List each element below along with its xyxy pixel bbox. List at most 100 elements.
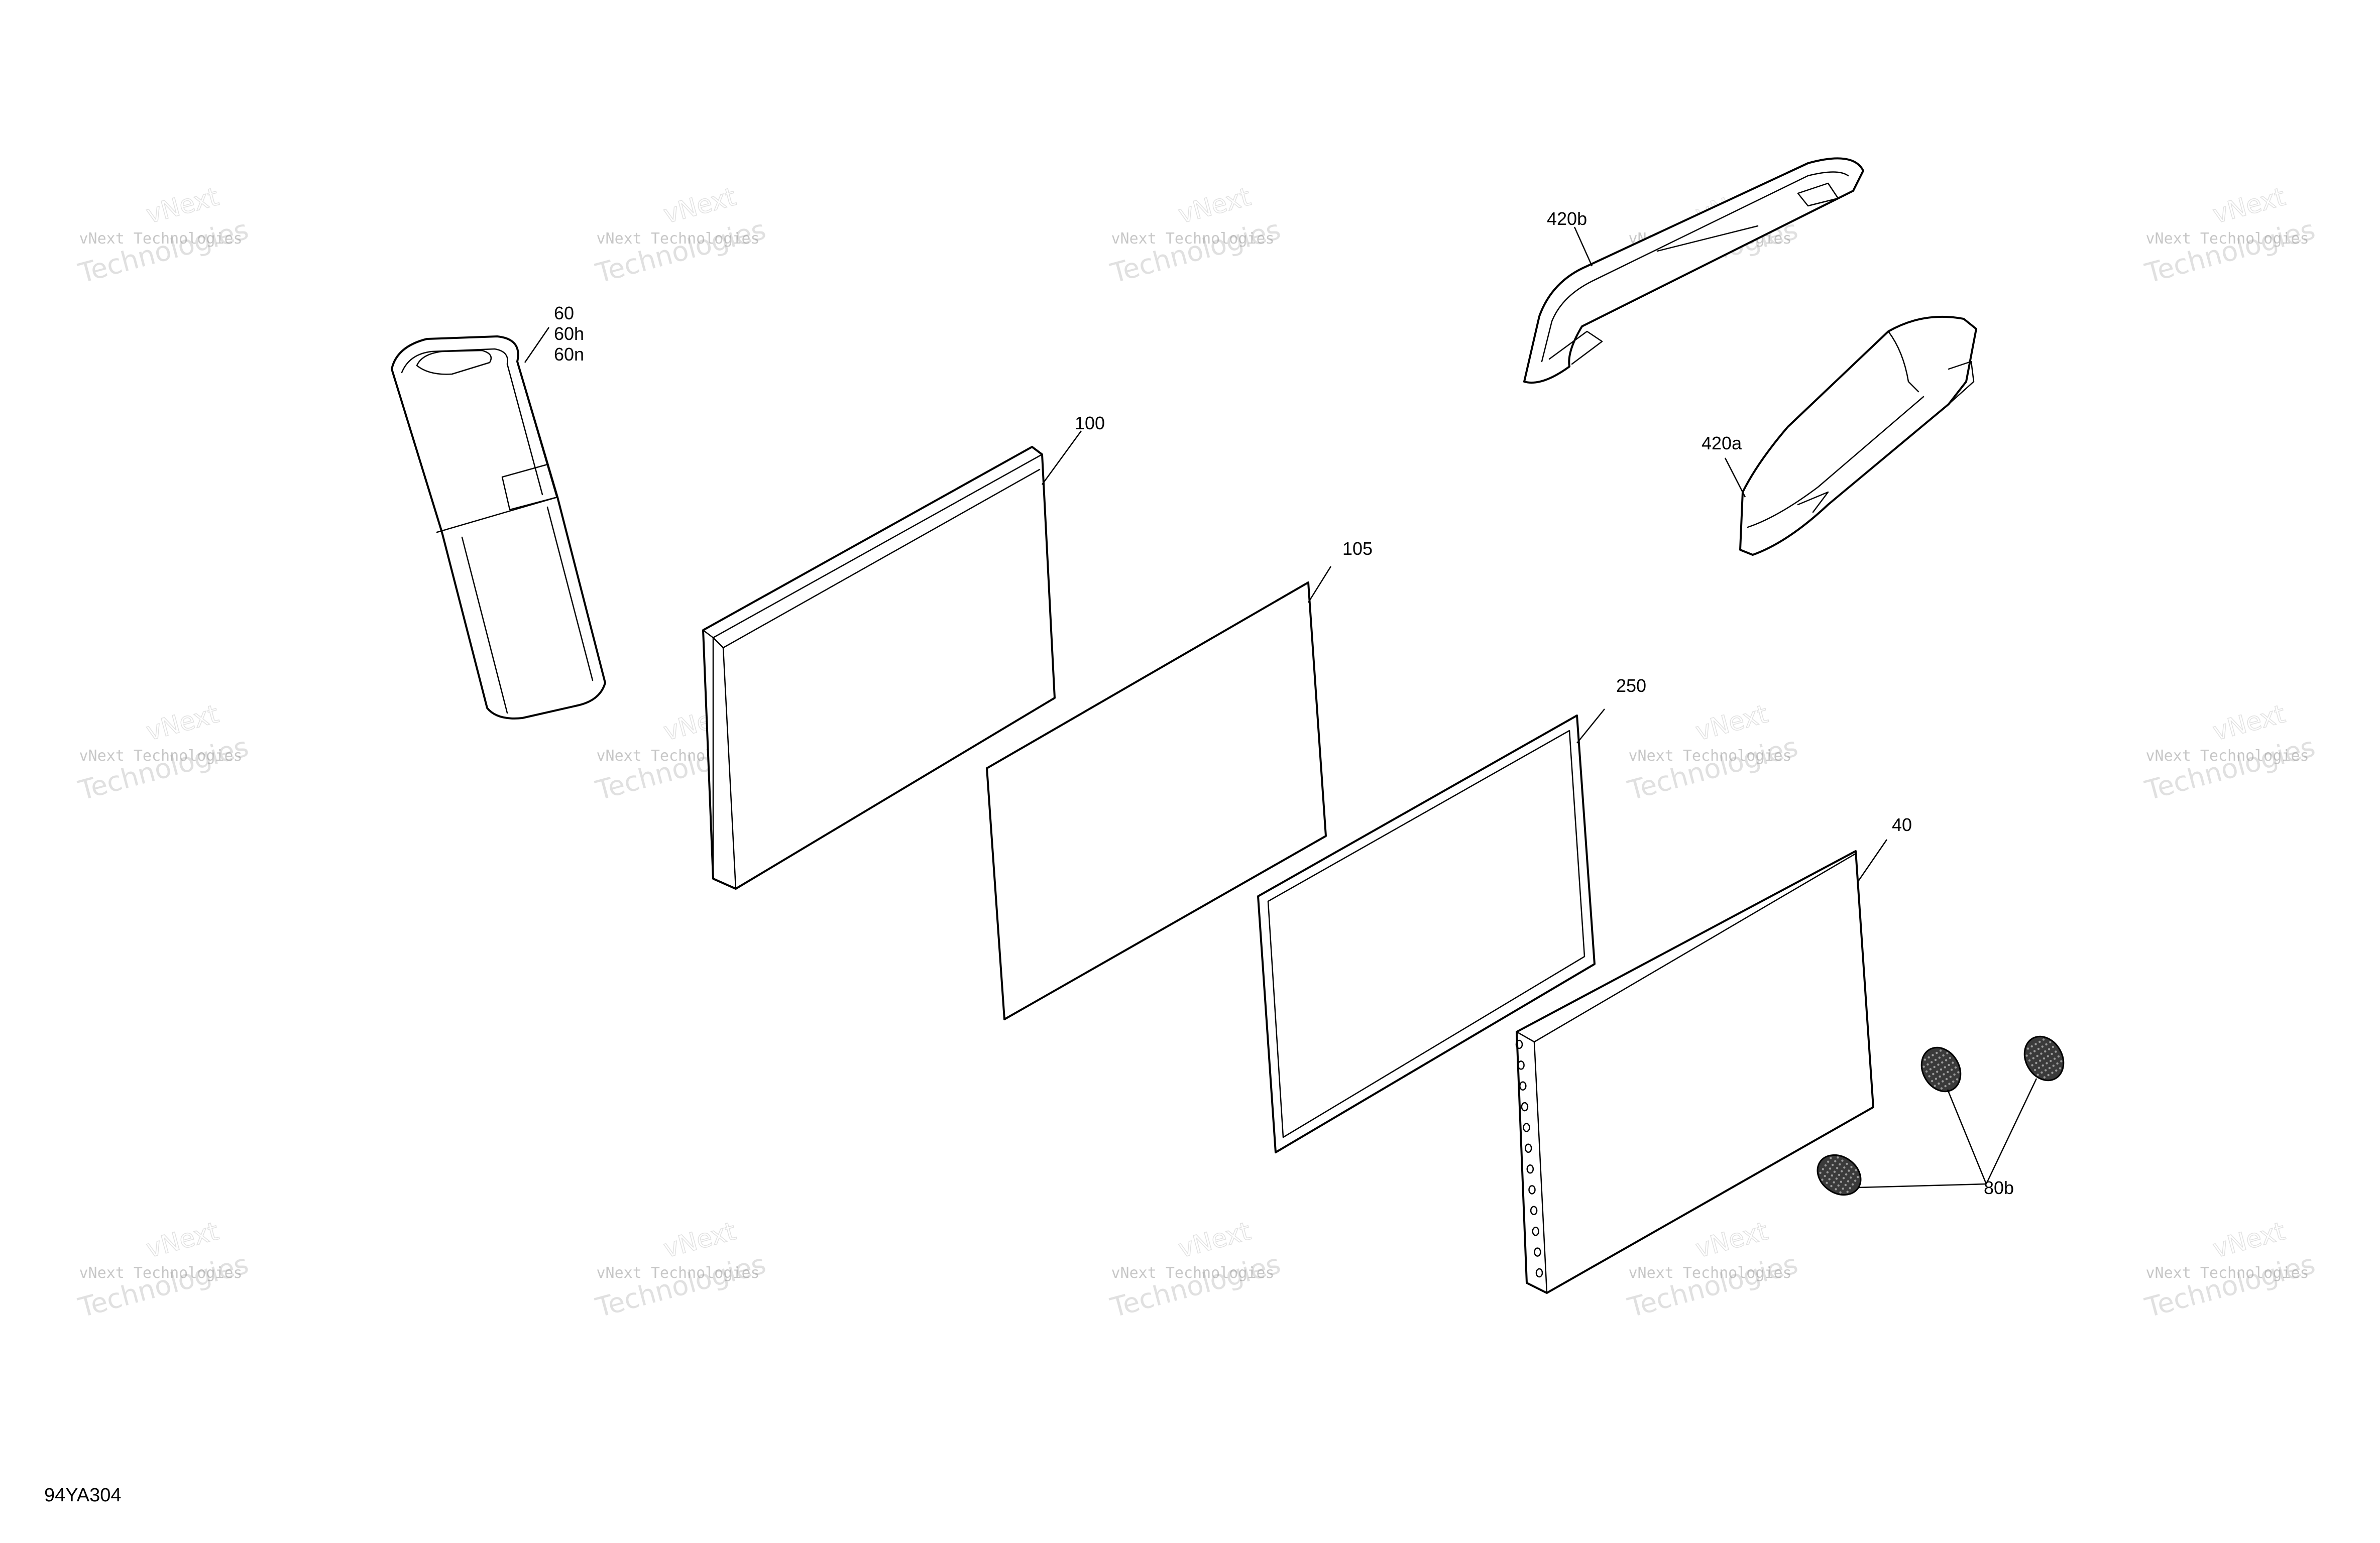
- grille-hole: [1941, 1061, 1944, 1064]
- grille-hole: [1848, 1169, 1850, 1172]
- perforation-hole: [1523, 1123, 1530, 1132]
- grille-hole: [2038, 1040, 2041, 1043]
- grille-hole: [1831, 1174, 1834, 1177]
- grille-hole: [1948, 1083, 1951, 1085]
- grille-hole: [2052, 1045, 2055, 1048]
- perforation-holes: [1515, 1039, 1543, 1278]
- grille-hole: [1834, 1160, 1837, 1162]
- grille-hole: [1830, 1157, 1832, 1159]
- part-60-post-cover[interactable]: [391, 335, 606, 720]
- grille-hole: [2051, 1052, 2053, 1055]
- svg-text:vNext Technologies: vNext Technologies: [79, 1264, 242, 1282]
- perforation-hole: [1515, 1039, 1523, 1049]
- svg-text:vNext: vNext: [1692, 1216, 1771, 1263]
- grille-hole: [2045, 1043, 2048, 1046]
- grille-hole: [1942, 1054, 1945, 1057]
- grille-hole: [1946, 1052, 1949, 1054]
- grille-hole: [1950, 1069, 1953, 1071]
- drawing-id: 94YA304: [44, 1485, 122, 1506]
- grille-hole: [1836, 1167, 1839, 1169]
- grille-hole: [1928, 1056, 1930, 1059]
- grille-hole: [1829, 1167, 1832, 1170]
- svg-text:vNext Technologies: vNext Technologies: [79, 230, 242, 248]
- grille-hole: [2029, 1052, 2032, 1055]
- callout-100: 100: [1075, 413, 1105, 433]
- grille-hole: [1846, 1191, 1849, 1193]
- grille-hole: [1843, 1166, 1846, 1169]
- grille-texture: [1819, 1156, 1859, 1194]
- perforation-hole: [1524, 1143, 1532, 1153]
- grille-hole: [1940, 1087, 1943, 1090]
- grille-hole: [1845, 1173, 1848, 1176]
- grille-hole: [1838, 1173, 1841, 1176]
- grille-hole: [2057, 1055, 2060, 1058]
- grille-hole: [1857, 1175, 1859, 1178]
- grille-hole: [1932, 1073, 1935, 1076]
- svg-text:vNext: vNext: [2210, 182, 2288, 229]
- grille-hole: [2056, 1062, 2059, 1065]
- grille-hole: [1934, 1058, 1937, 1061]
- part-80b-grilles[interactable]: [1810, 1029, 2072, 1203]
- grille-hole: [1827, 1160, 1830, 1163]
- grille-hole: [1945, 1078, 1948, 1081]
- grille-hole: [2036, 1074, 2039, 1076]
- grille-hole: [1936, 1071, 1939, 1073]
- grille-hole: [1943, 1073, 1945, 1076]
- grille-hole: [2041, 1045, 2044, 1048]
- grille-hole: [2050, 1059, 2052, 1062]
- callout-60: 60: [554, 303, 574, 323]
- callout-60n: 60n: [554, 344, 584, 365]
- part-105-film[interactable]: [986, 581, 1327, 1020]
- grille-hole: [1949, 1056, 1952, 1059]
- grille-hole: [2051, 1072, 2054, 1074]
- grille-hole: [1942, 1080, 1944, 1083]
- svg-text:vNext Technologies: vNext Technologies: [1111, 230, 1274, 248]
- grille-hole: [1954, 1066, 1957, 1069]
- grille-hole: [1944, 1066, 1946, 1069]
- grille-hole: [2033, 1069, 2036, 1072]
- grille-hole: [1835, 1188, 1837, 1191]
- svg-text:vNext: vNext: [1175, 1216, 1254, 1263]
- svg-text:vNext: vNext: [660, 182, 739, 229]
- grille-hole: [2037, 1066, 2041, 1069]
- grille-hole: [2043, 1057, 2046, 1060]
- grille-hole: [1854, 1179, 1857, 1182]
- perforation-hole: [1534, 1247, 1541, 1257]
- callout-420b: 420b: [1547, 208, 1587, 229]
- svg-text:vNext Technologies: vNext Technologies: [2145, 747, 2309, 765]
- grille-button: [1817, 1154, 1862, 1196]
- part-420b-upper-trim[interactable]: [1523, 157, 1864, 384]
- grille-hole: [1944, 1085, 1947, 1088]
- part-250-frame[interactable]: [1257, 715, 1596, 1153]
- grille-texture: [1922, 1049, 1960, 1090]
- perforation-hole: [1526, 1164, 1534, 1174]
- grille-hole: [1839, 1191, 1842, 1194]
- grille-button: [2023, 1035, 2065, 1082]
- grille-hole: [1953, 1073, 1956, 1076]
- grille-hole: [2031, 1064, 2033, 1066]
- grille-hole: [1932, 1054, 1934, 1056]
- perforation-hole: [1528, 1185, 1536, 1195]
- grille-hole: [1928, 1075, 1931, 1078]
- grille-hole: [2047, 1074, 2050, 1077]
- svg-text:vNext: vNext: [2210, 1216, 2288, 1263]
- part-100-panel[interactable]: [702, 446, 1056, 890]
- grille-hole: [1824, 1174, 1826, 1177]
- callout-40: 40: [1892, 814, 1912, 835]
- grille-hole: [1956, 1078, 1959, 1081]
- part-420a-lower-trim[interactable]: [1739, 315, 1977, 556]
- perforation-hole: [1519, 1081, 1527, 1091]
- grille-hole: [2044, 1050, 2047, 1053]
- grille-hole: [2060, 1060, 2063, 1062]
- grille-hole: [1925, 1070, 1928, 1073]
- svg-text:vNext Technologies: vNext Technologies: [1628, 1264, 1791, 1282]
- svg-text:vNext: vNext: [143, 699, 221, 746]
- grille-hole: [2040, 1052, 2043, 1055]
- part-40-rear-panel[interactable]: [1515, 850, 1874, 1294]
- grille-hole: [1952, 1061, 1954, 1064]
